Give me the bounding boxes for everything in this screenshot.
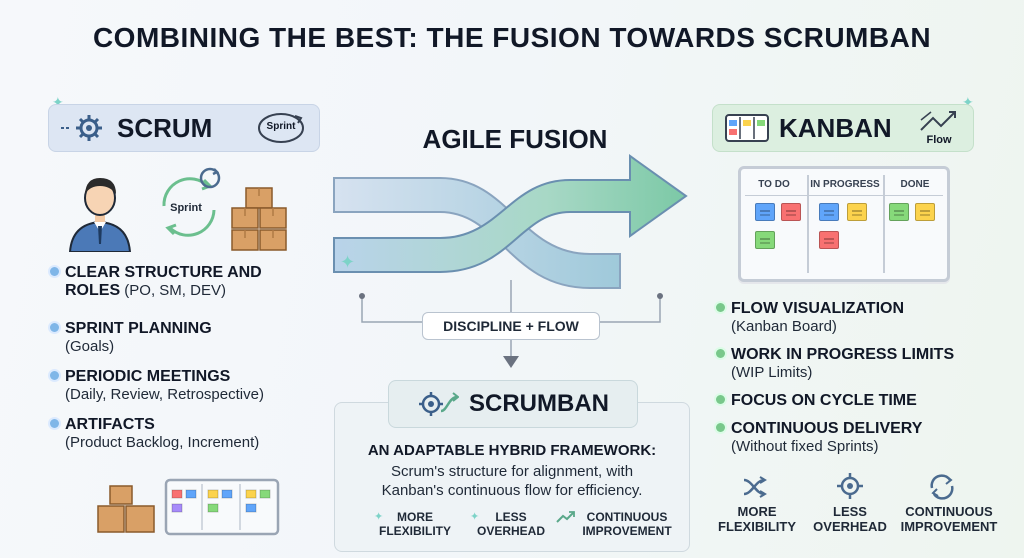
- bullet-icon: [50, 267, 59, 276]
- kanban-benefit-overhead: LESS OVERHEAD: [813, 504, 887, 534]
- sprint-badge-label: Sprint: [266, 121, 296, 132]
- discipline-flow-label: DISCIPLINE + FLOW: [422, 312, 600, 340]
- task-card: [755, 231, 775, 249]
- fusion-arrows-diagram: ✦: [333, 154, 688, 368]
- sparkle-icon: ✦: [962, 94, 974, 110]
- page-title: COMBINING THE BEST: THE FUSION TOWARDS S…: [92, 22, 932, 53]
- bullet-icon: [50, 371, 59, 380]
- task-card: [819, 203, 839, 221]
- task-card: [847, 203, 867, 221]
- scrum-bullet-structure: CLEAR STRUCTURE AND ROLES (PO, SM, DEV): [50, 264, 320, 300]
- board-column-todo: TO DO: [758, 179, 790, 190]
- scrum-header: SCRUM Sprint: [48, 104, 320, 152]
- trend-up-icon: [556, 511, 575, 523]
- sprint-cycle-icon: [162, 167, 221, 237]
- svg-text:✦: ✦: [340, 252, 355, 272]
- agile-fusion-label: AGILE FUSION: [422, 124, 608, 154]
- bullet-icon: [50, 419, 59, 428]
- scrum-bullet-artifacts: ARTIFACTS (Product Backlog, Increment): [50, 416, 330, 452]
- task-card: [915, 203, 935, 221]
- scrumban-benefit-flexibility: MORE FLEXIBILITY: [379, 510, 451, 538]
- bullet-icon: [716, 395, 725, 404]
- improvement-cycle-icon: [930, 474, 954, 500]
- sparkle-icon: ✦: [470, 511, 480, 523]
- sparkle-icon: ✦: [52, 94, 64, 110]
- gear-icon: [837, 473, 863, 499]
- flow-icon: Flow: [917, 108, 961, 148]
- sprint-cycle-label: Sprint: [170, 202, 202, 214]
- shuffle-icon: [743, 476, 767, 498]
- kanban-heading: KANBAN: [779, 112, 892, 143]
- kanban-bullet-flow: FLOW VISUALIZATION (Kanban Board): [716, 300, 1006, 336]
- sprint-badge-icon: Sprint: [255, 110, 307, 146]
- boxes-icon: [231, 187, 287, 251]
- bullet-icon: [716, 303, 725, 312]
- scrum-bullet-planning: SPRINT PLANNING (Goals): [50, 320, 320, 356]
- kanban-board-icon: [725, 114, 769, 142]
- scrumban-benefit-improvement: CONTINUOUS IMPROVEMENT: [582, 510, 672, 538]
- scrumban-heading: SCRUMBAN: [469, 390, 609, 417]
- kanban-bullet-delivery: CONTINUOUS DELIVERY (Without fixed Sprin…: [716, 420, 1006, 456]
- sparkle-icon: ✦: [374, 511, 384, 523]
- scrumban-subtitle: AN ADAPTABLE HYBRID FRAMEWORK:: [367, 442, 657, 459]
- board-column-in-progress: IN PROGRESS: [810, 179, 880, 190]
- task-card: [819, 231, 839, 249]
- kanban-benefit-improvement: CONTINUOUS IMPROVEMENT: [900, 504, 998, 534]
- scrumban-benefit-overhead: LESS OVERHEAD: [476, 510, 545, 538]
- scrumban-description: Scrum's structure for alignment, with Ka…: [381, 463, 643, 499]
- scrum-heading: SCRUM: [117, 112, 213, 143]
- kanban-header: KANBAN Flow: [712, 104, 974, 152]
- board-column-done: DONE: [900, 179, 930, 190]
- task-card: [755, 203, 775, 221]
- task-card: [889, 203, 909, 221]
- bullet-icon: [716, 423, 725, 432]
- boxes-icon: [97, 485, 155, 533]
- scrumban-header: SCRUMBAN: [388, 380, 638, 428]
- kanban-benefit-flexibility: MORE FLEXIBILITY: [718, 504, 796, 534]
- scrum-team-member-icon: [68, 178, 132, 252]
- kanban-bullet-wip: WORK IN PROGRESS LIMITS (WIP Limits): [716, 346, 1016, 382]
- scrum-bullet-meetings: PERIODIC MEETINGS (Daily, Review, Retros…: [50, 368, 330, 404]
- mini-board-icon: [164, 478, 280, 536]
- kanban-board: TO DO IN PROGRESS DONE: [738, 166, 950, 282]
- kanban-bullet-cycle-time: FOCUS ON CYCLE TIME: [716, 392, 1006, 410]
- bullet-icon: [50, 323, 59, 332]
- flow-label: Flow: [926, 134, 952, 146]
- gear-icon: [61, 115, 102, 141]
- task-card: [781, 203, 801, 221]
- bullet-icon: [716, 349, 725, 358]
- scrumban-gear-icon: [419, 392, 459, 416]
